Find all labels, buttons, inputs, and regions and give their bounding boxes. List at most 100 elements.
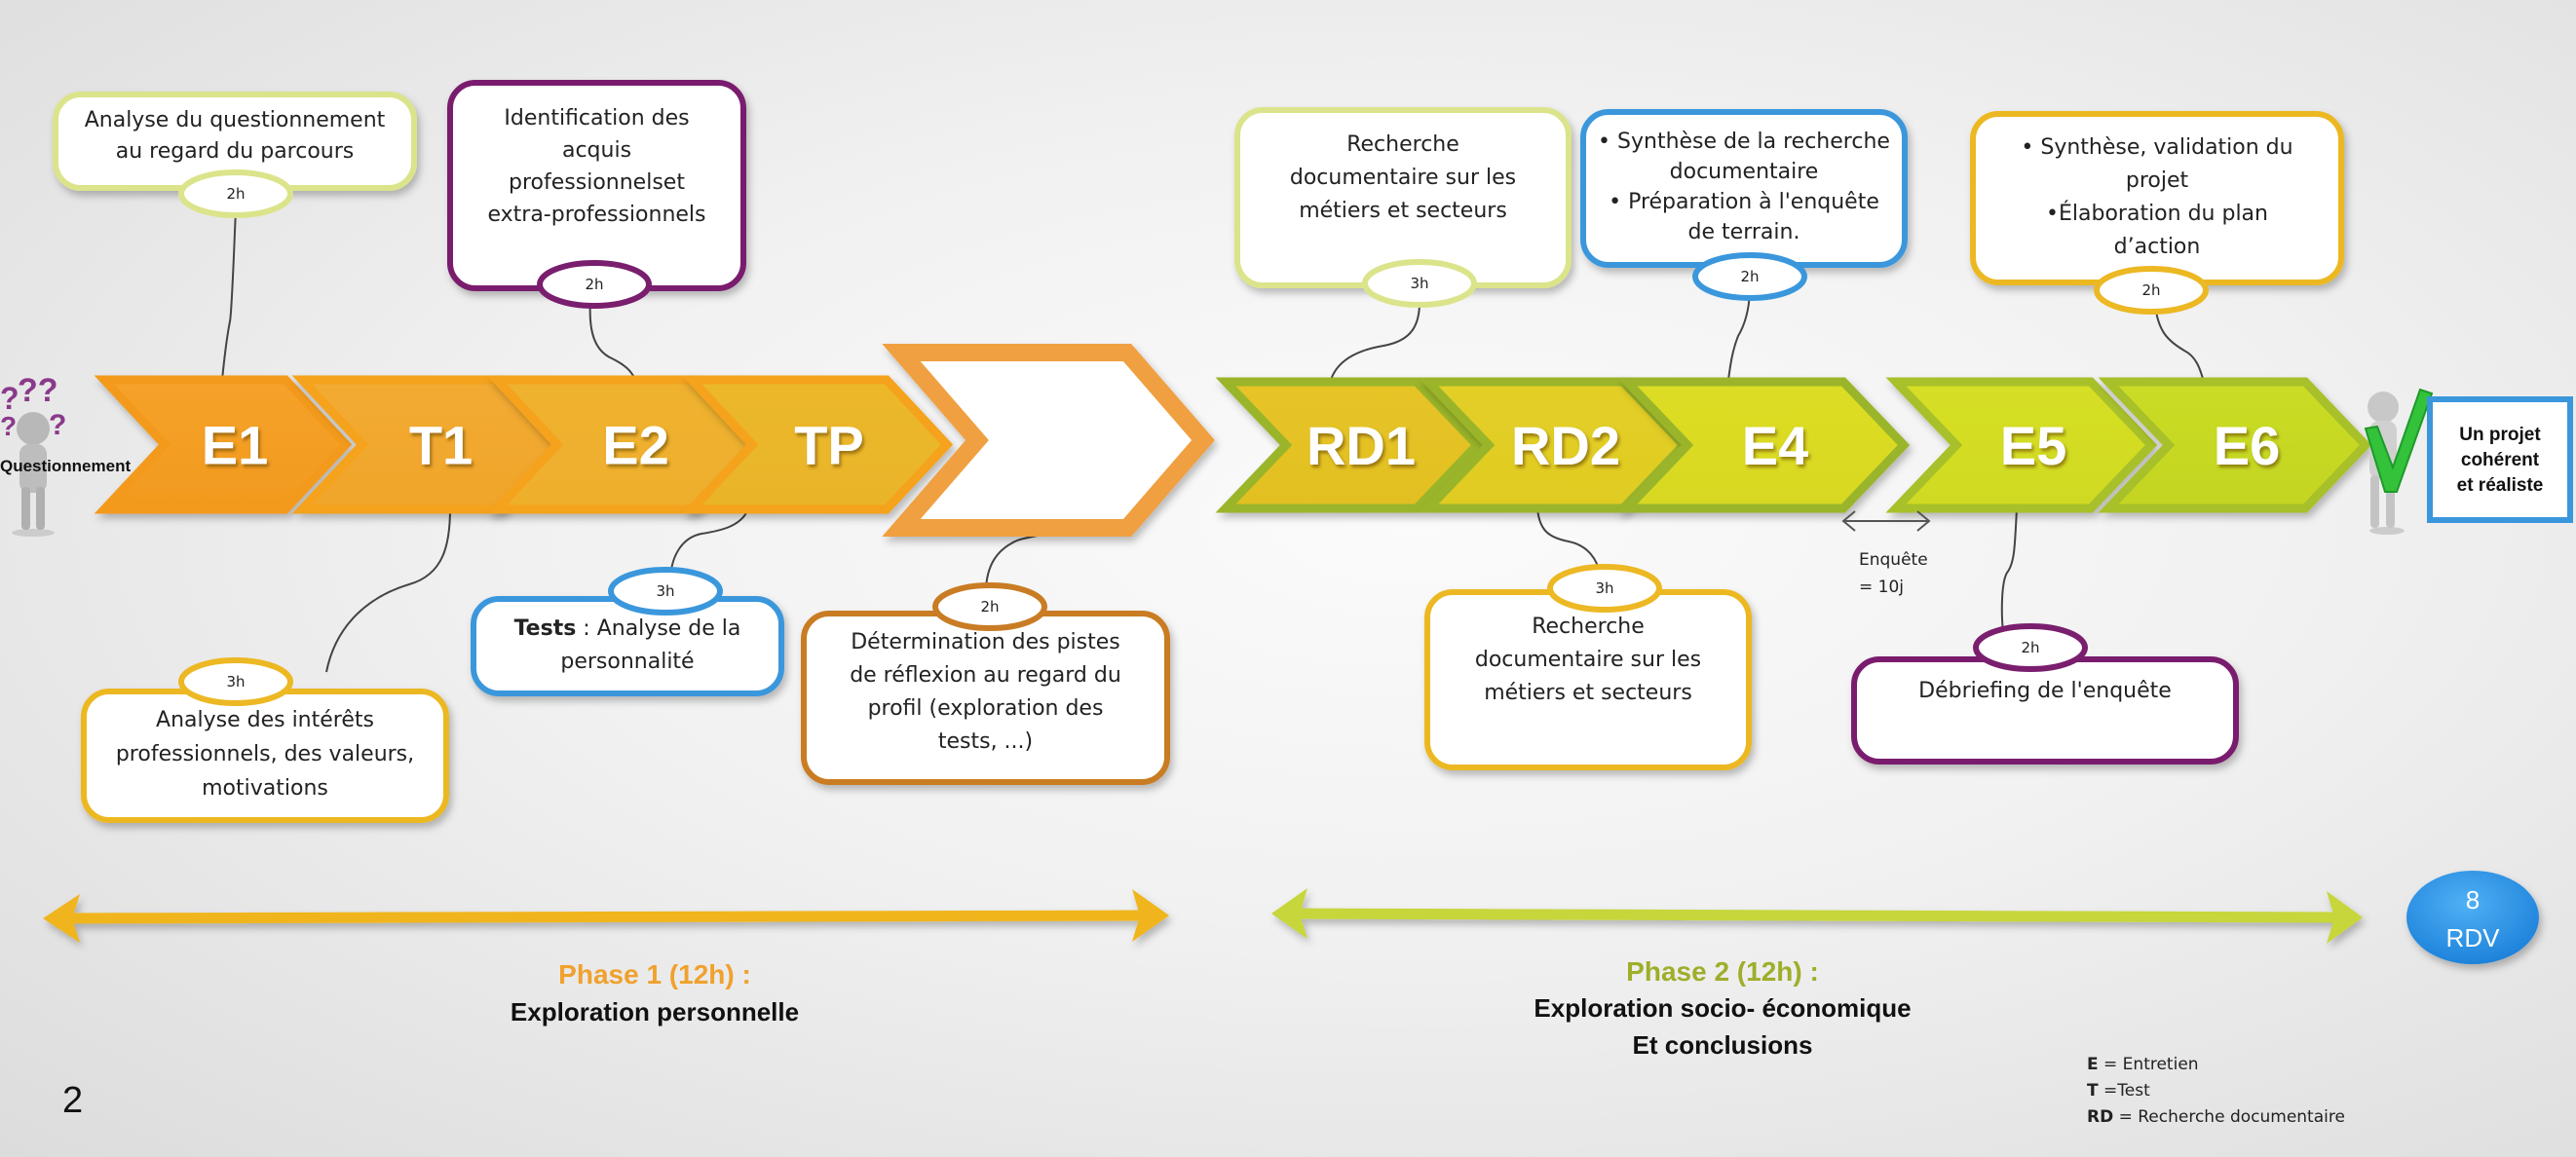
- enquete-label: = 10j: [1859, 578, 1904, 597]
- step-chevron-e4: E4: [1616, 377, 1911, 513]
- step-label: T1: [409, 415, 473, 476]
- phase-1-arrow: [43, 889, 1169, 943]
- callout-text-line: tests, ...): [938, 729, 1033, 754]
- person-checkmark-icon: [2364, 388, 2434, 535]
- duration-badge: 3h: [608, 567, 723, 616]
- phase-1-subtitle: Exploration personnelle: [511, 997, 799, 1026]
- duration-label: 2h: [585, 276, 603, 293]
- callout-text-line: acquis: [562, 138, 631, 163]
- enquete-duration-arrow: [1841, 510, 1931, 532]
- callout-box: [1851, 656, 2239, 765]
- callout-text-line: Tests : Analyse de la: [514, 616, 741, 641]
- step-label: E4: [1742, 415, 1809, 476]
- connector-RD2: [1536, 507, 1601, 576]
- result-text-line: Un projet: [2459, 425, 2541, 445]
- callout-text-line: Recherche: [1532, 615, 1645, 639]
- connector-E5: [2000, 507, 2018, 634]
- chevron-shape: [882, 344, 1215, 537]
- duration-badge: 2h: [178, 169, 293, 218]
- legend-item: T =Test: [2087, 1081, 2150, 1101]
- chevron-shape: [681, 375, 954, 514]
- duration-badge: 2h: [932, 582, 1047, 631]
- phase-2-subtitle: Et conclusions: [1633, 1030, 1813, 1060]
- step-chevron-tp: TP: [681, 375, 954, 514]
- callout-tp: Tests : Analyse de la personnalité 3h: [471, 567, 784, 696]
- callout-text-line: au regard du parcours: [116, 139, 355, 164]
- callout-text-line: Identification des: [504, 106, 689, 131]
- chevron-shape: [94, 375, 353, 514]
- callout-text-line: Détermination des pistes: [851, 630, 1120, 654]
- callout-text-line: Analyse des intérêts: [156, 708, 374, 732]
- phase-1-title: Phase 1 (12h) :: [558, 959, 751, 989]
- connector-E1: [221, 208, 237, 381]
- callout-box: [471, 596, 784, 696]
- duration-badge: 3h: [178, 657, 293, 706]
- callout-text-line: métiers et secteurs: [1484, 681, 1692, 705]
- chevron-shape: [1885, 377, 2158, 513]
- callout-text-line: extra-professionnels: [487, 203, 705, 227]
- connector-E2: [588, 299, 636, 381]
- result-box: Un projet cohérent et réaliste: [2427, 396, 2573, 523]
- duration-label: 2h: [2141, 281, 2160, 299]
- callout-e3: Détermination des pistes de réflexion au …: [801, 582, 1170, 785]
- duration-label: 2h: [980, 598, 999, 616]
- callout-t1: Analyse des intérêts professionnels, des …: [81, 657, 449, 823]
- chevron-shape: [1215, 377, 1484, 513]
- phase-2-arrow: [1271, 888, 2363, 944]
- callout-text-line: documentaire sur les: [1290, 166, 1516, 190]
- step-label: TP: [794, 415, 864, 476]
- callout-text-line: professionnels, des valeurs,: [116, 742, 414, 766]
- callout-text-line: projet: [2126, 168, 2189, 193]
- step-label: E5: [2000, 415, 2067, 476]
- callout-text-line: de réflexion au regard du: [850, 663, 1121, 688]
- callout-e2: Identification des acquis professionnelset…: [447, 80, 746, 309]
- callout-text-line: personnalité: [560, 650, 694, 674]
- duration-label: 2h: [226, 185, 245, 203]
- step-label: E1: [202, 415, 269, 476]
- page-number: 2: [62, 1080, 83, 1121]
- step-chevron-rd1: RD1: [1215, 377, 1484, 513]
- rdv-count: 8: [2466, 885, 2480, 914]
- callout-text-line: professionnelset: [509, 170, 685, 195]
- duration-label: 3h: [1595, 579, 1613, 597]
- duration-label: 2h: [2021, 639, 2039, 656]
- duration-badge: 3h: [1547, 564, 1662, 613]
- legend-item: E = Entretien: [2087, 1055, 2199, 1074]
- svg-text:?: ?: [49, 409, 66, 441]
- callout-text-line: métiers et secteurs: [1299, 199, 1507, 223]
- step-chevron-e1: E1: [94, 375, 353, 514]
- duration-label: 3h: [656, 582, 674, 600]
- step-label: E6: [2214, 415, 2281, 476]
- duration-badge: 2h: [1692, 252, 1807, 301]
- rdv-badge: [2406, 871, 2539, 964]
- duration-label: 2h: [1740, 268, 1759, 285]
- callout-text-line: documentaire: [1670, 160, 1819, 184]
- phase-2-title: Phase 2 (12h) :: [1626, 956, 1819, 987]
- step-label: E2: [602, 415, 669, 476]
- connector-E4: [1727, 291, 1751, 381]
- callout-text-line: motivations: [202, 776, 328, 801]
- callout-text-line: Analyse du questionnement: [85, 108, 386, 132]
- connector-RD1: [1330, 297, 1421, 381]
- callout-text-line: profil (exploration des: [868, 696, 1104, 721]
- connector-TP: [669, 507, 749, 578]
- callout-text-line: d’action: [2114, 235, 2201, 259]
- phase-2-subtitle: Exploration socio- économique: [1534, 993, 1911, 1023]
- callout-rd2: Recherche documentaire sur les métiers et …: [1424, 564, 1752, 770]
- step-label: RD2: [1511, 415, 1620, 476]
- result-text-line: et réaliste: [2457, 475, 2544, 496]
- duration-badge: 3h: [1362, 259, 1477, 308]
- callout-text-line: documentaire sur les: [1475, 648, 1701, 672]
- step-label: RD1: [1307, 415, 1416, 476]
- legend: E = Entretien T =Test RD = Recherche doc…: [2087, 1055, 2345, 1127]
- duration-label: 3h: [1410, 275, 1428, 292]
- thinking-person-icon: ? ?? ? ?: [0, 372, 66, 537]
- svg-text:??: ??: [18, 372, 58, 409]
- start-label: Questionnement: [0, 457, 131, 475]
- callout-e1: Analyse du questionnement au regard du pa…: [53, 92, 417, 218]
- rdv-label: RDV: [2446, 923, 2501, 952]
- callout-text-line: •Élaboration du plan: [2046, 201, 2268, 226]
